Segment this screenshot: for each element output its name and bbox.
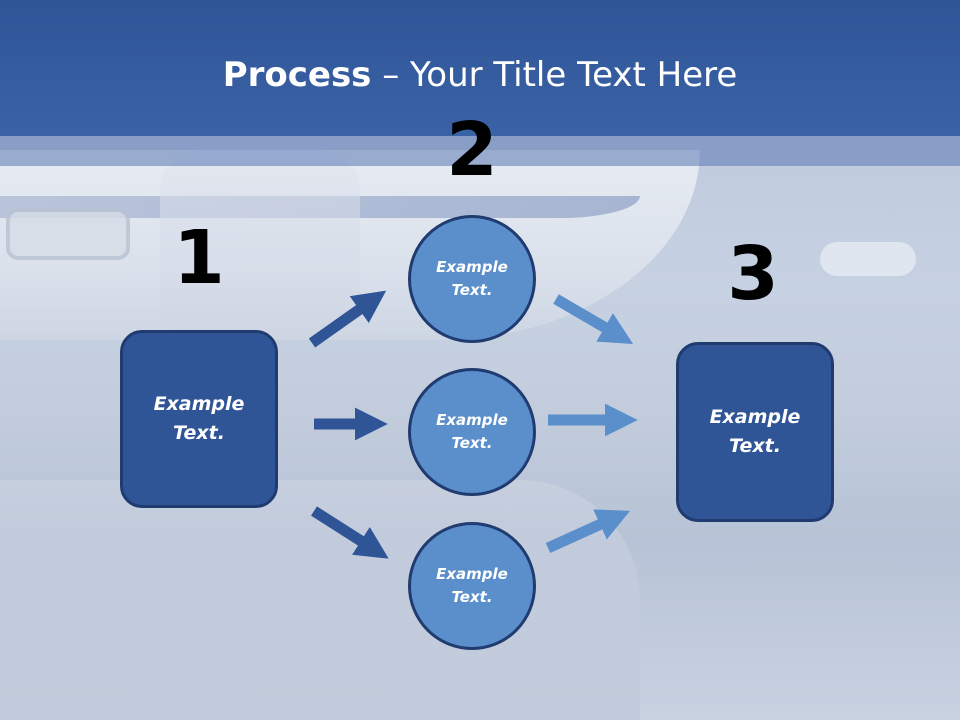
background-porthole <box>6 208 130 260</box>
circle-bottom[interactable]: Example Text. <box>408 522 536 650</box>
right-box-text: Example Text. <box>709 406 801 457</box>
circle-top[interactable]: Example Text. <box>408 215 536 343</box>
arrow-left-to-top <box>308 290 387 348</box>
background-people <box>160 150 360 330</box>
step-number-1: 1 <box>173 215 225 301</box>
circle-middle-text: Example Text. <box>436 411 508 452</box>
circle-top-text: Example Text. <box>436 258 508 299</box>
title-bold-part: Process <box>222 55 372 95</box>
arrow-bottom-to-right <box>545 509 631 554</box>
circle-bottom-text: Example Text. <box>436 565 508 606</box>
right-box[interactable]: Example Text. <box>676 342 834 522</box>
title-rest-part: – Your Title Text Here <box>371 55 738 95</box>
left-box[interactable]: Example Text. <box>120 330 278 508</box>
title-strip <box>0 136 960 166</box>
background-cloud <box>820 242 916 276</box>
arrow-left-to-bottom <box>311 506 389 559</box>
slide-title[interactable]: Process – Your Title Text Here <box>0 54 960 96</box>
left-box-text: Example Text. <box>153 393 245 444</box>
circle-middle[interactable]: Example Text. <box>408 368 536 496</box>
title-band <box>0 0 960 136</box>
step-number-2: 2 <box>446 107 498 193</box>
step-number-3: 3 <box>727 231 779 317</box>
arrow-top-to-right <box>553 294 634 344</box>
